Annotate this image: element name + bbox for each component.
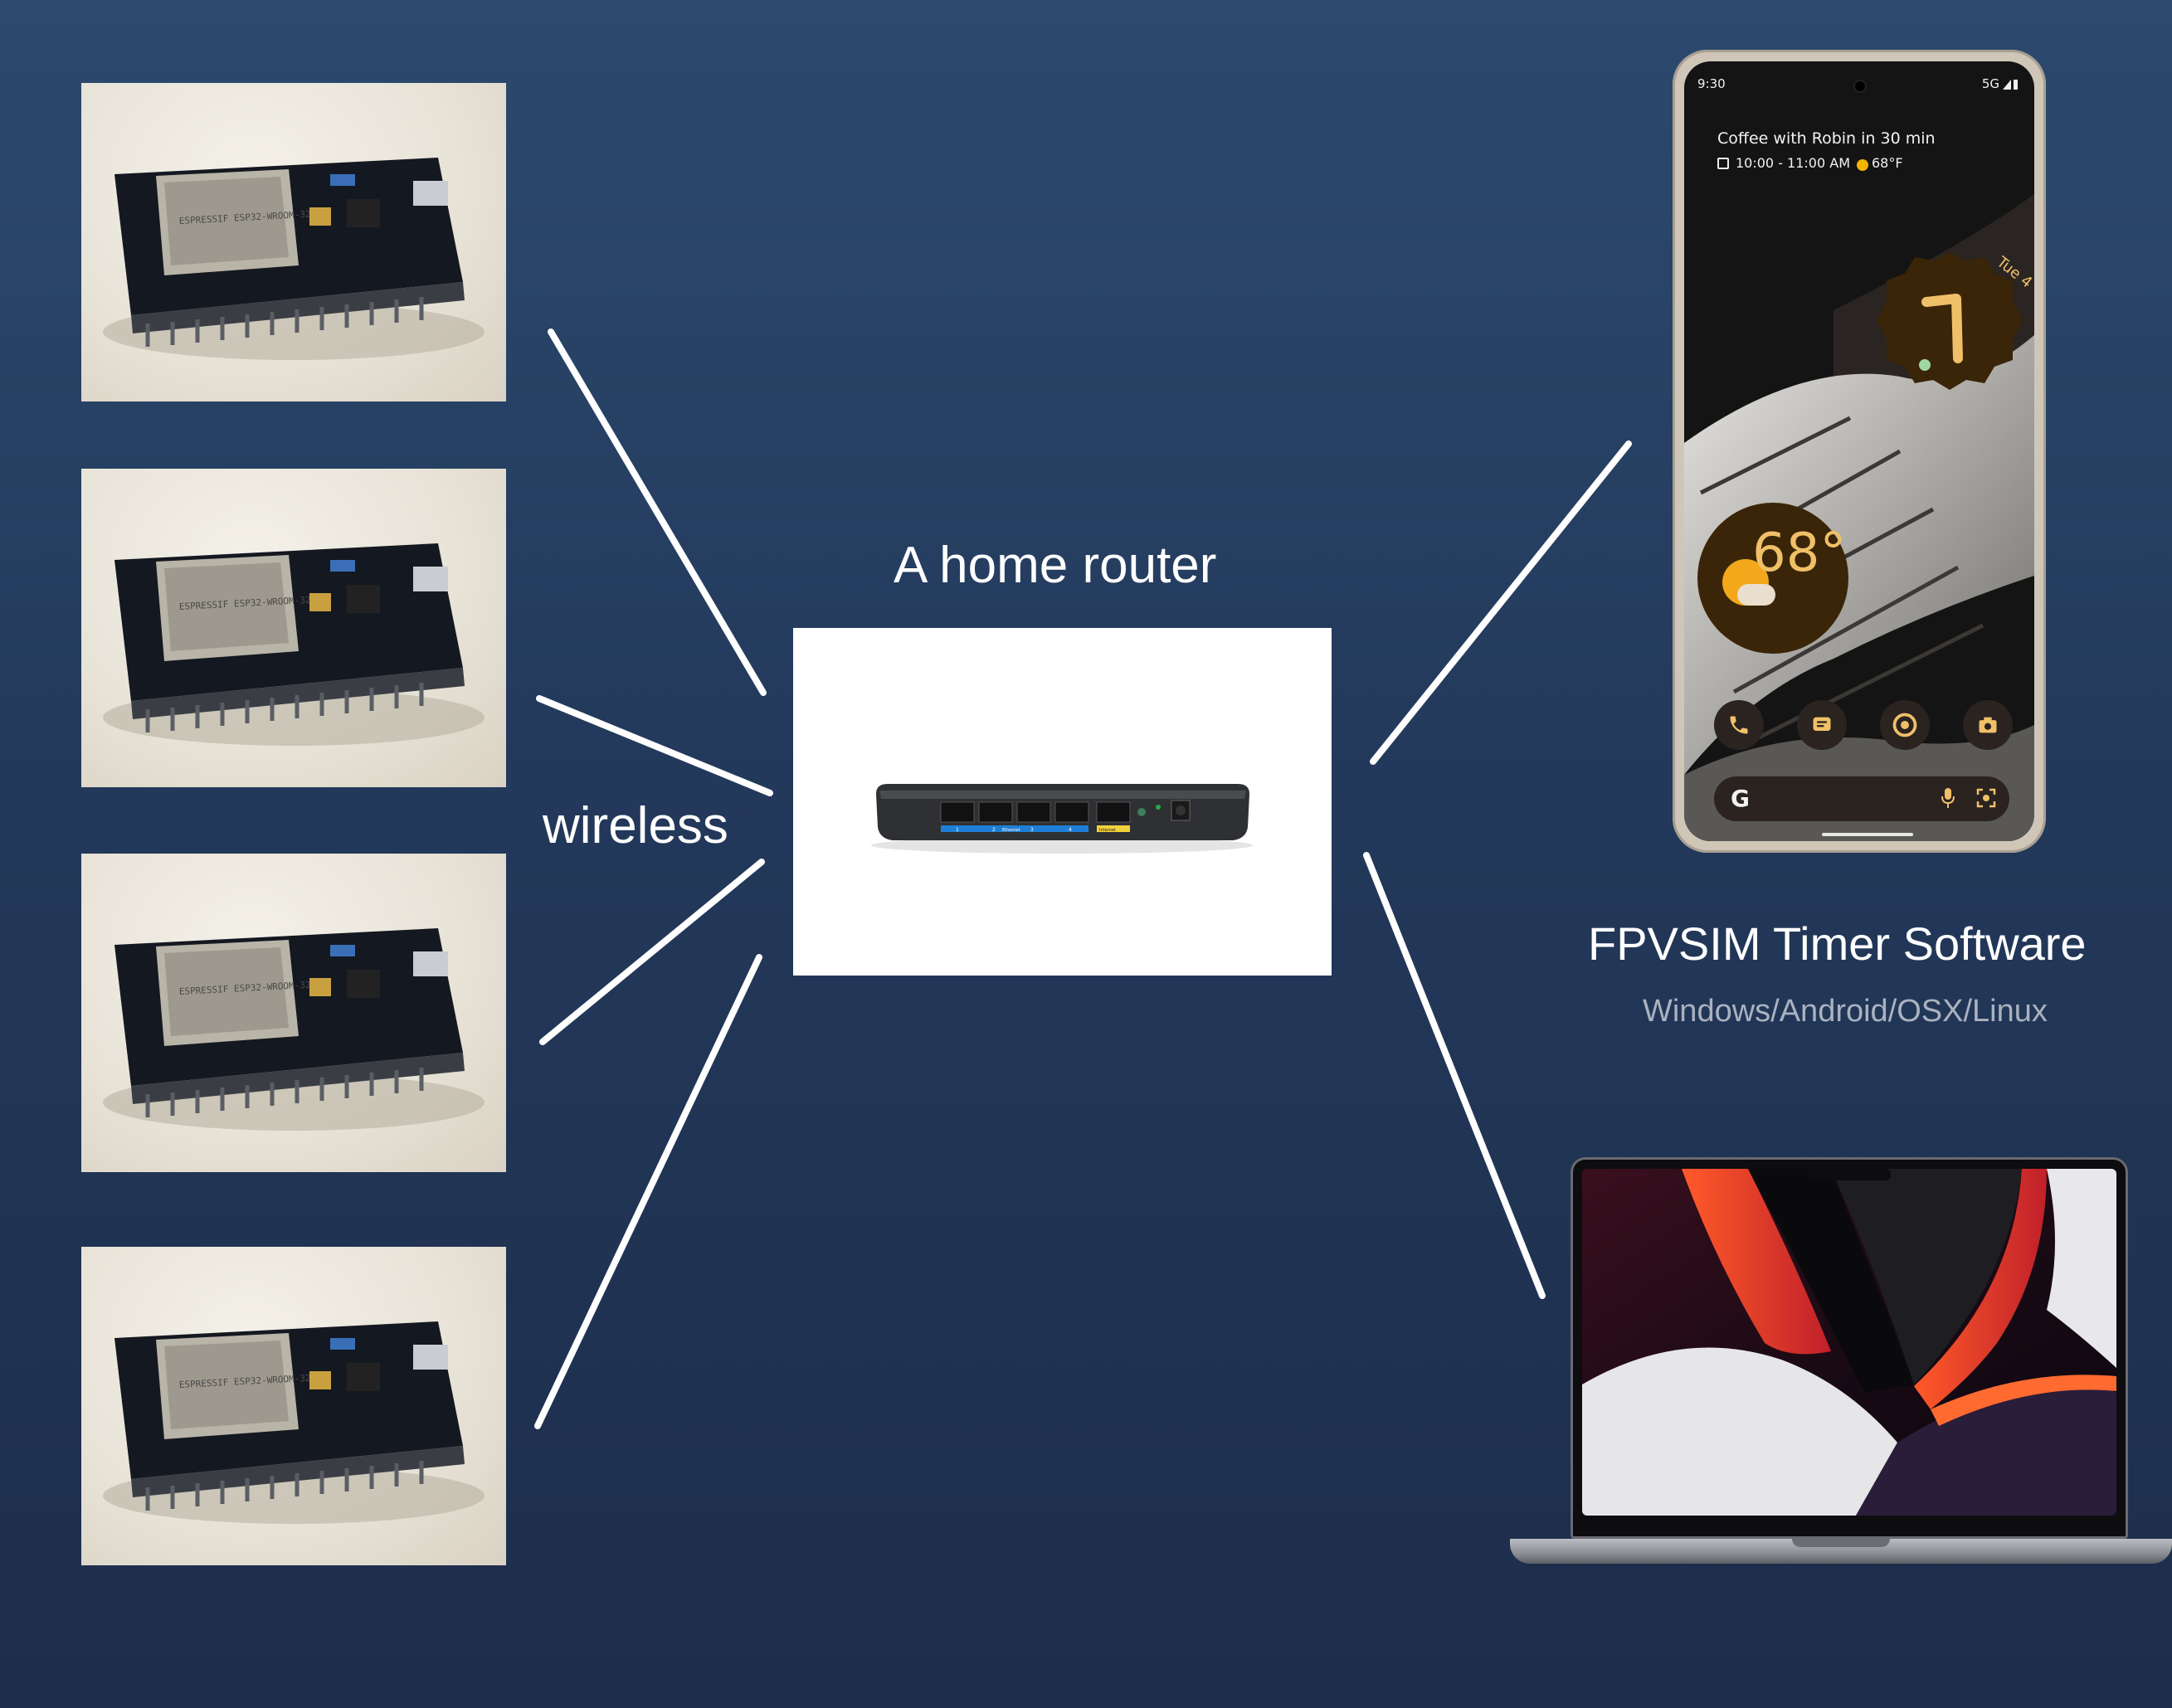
- software-title: FPVSIM Timer Software: [1588, 917, 2087, 970]
- lens-icon[interactable]: [1976, 788, 1996, 808]
- router-port-1: 1: [956, 827, 959, 833]
- phone-event-weather: 68°F: [1872, 155, 1903, 171]
- search-bar[interactable]: [1714, 776, 2009, 821]
- router-ethernet-label: Ethernet: [1002, 828, 1020, 833]
- phone-camera-punch-hole: [1855, 81, 1865, 91]
- gesture-nav-bar[interactable]: [1822, 833, 1913, 836]
- router-label: A home router: [894, 537, 1217, 594]
- google-g-icon: G: [1731, 785, 1750, 812]
- link-board-4-router: [534, 954, 762, 1429]
- esp32-board-4: ESPRESSIF ESP32-WROOM-32: [81, 1247, 506, 1565]
- link-board-1-router: [548, 328, 767, 696]
- router-port-3: 3: [1030, 827, 1034, 833]
- router-port-2: 2: [992, 827, 996, 833]
- router-internet-label: Internet: [1099, 828, 1116, 833]
- macbook-laptop: [1571, 1157, 2128, 1539]
- link-board-3-router: [539, 859, 765, 1045]
- router-image: 1 2 Ethernet 3 4 Internet: [793, 628, 1332, 976]
- chrome-app-icon[interactable]: [1880, 700, 1930, 750]
- phone-status-time: 9:30: [1697, 76, 1726, 91]
- cloud-shape: [1737, 584, 1775, 606]
- laptop-notch-groove: [1792, 1539, 1890, 1547]
- phone-event-title: Coffee with Robin in 30 min: [1717, 129, 1936, 148]
- phone-screen: 9:30 5G Coffee with Robin in 30 min 10:0…: [1684, 61, 2034, 841]
- link-board-2-router: [536, 695, 773, 796]
- phone-event-time: 10:00 - 11:00 AM: [1736, 155, 1850, 171]
- link-router-laptop: [1363, 852, 1546, 1299]
- esp32-board-1: ESPRESSIF ESP32-WROOM-32: [81, 83, 506, 401]
- phone-status-network: 5G: [1981, 76, 1999, 91]
- phone-app-icon[interactable]: [1714, 700, 1764, 750]
- clock-widget: [1877, 247, 2023, 393]
- router-port-4: 4: [1069, 827, 1072, 833]
- signal-battery-icon: [2003, 78, 2018, 90]
- laptop-screen: [1582, 1169, 2116, 1516]
- sun-icon: [1857, 159, 1868, 171]
- software-platforms: Windows/Android/OSX/Linux: [1643, 994, 2048, 1029]
- calendar-icon: [1717, 158, 1729, 169]
- esp32-board-3: ESPRESSIF ESP32-WROOM-32: [81, 854, 506, 1172]
- microphone-icon[interactable]: [1941, 786, 1955, 810]
- weather-temp: 68°: [1752, 523, 1847, 584]
- link-router-phone: [1370, 440, 1632, 765]
- messages-app-icon[interactable]: [1797, 700, 1847, 750]
- camera-app-icon[interactable]: [1963, 700, 2013, 750]
- android-phone: 9:30 5G Coffee with Robin in 30 min 10:0…: [1673, 50, 2046, 853]
- wireless-label: wireless: [543, 797, 728, 854]
- esp32-board-2: ESPRESSIF ESP32-WROOM-32: [81, 469, 506, 787]
